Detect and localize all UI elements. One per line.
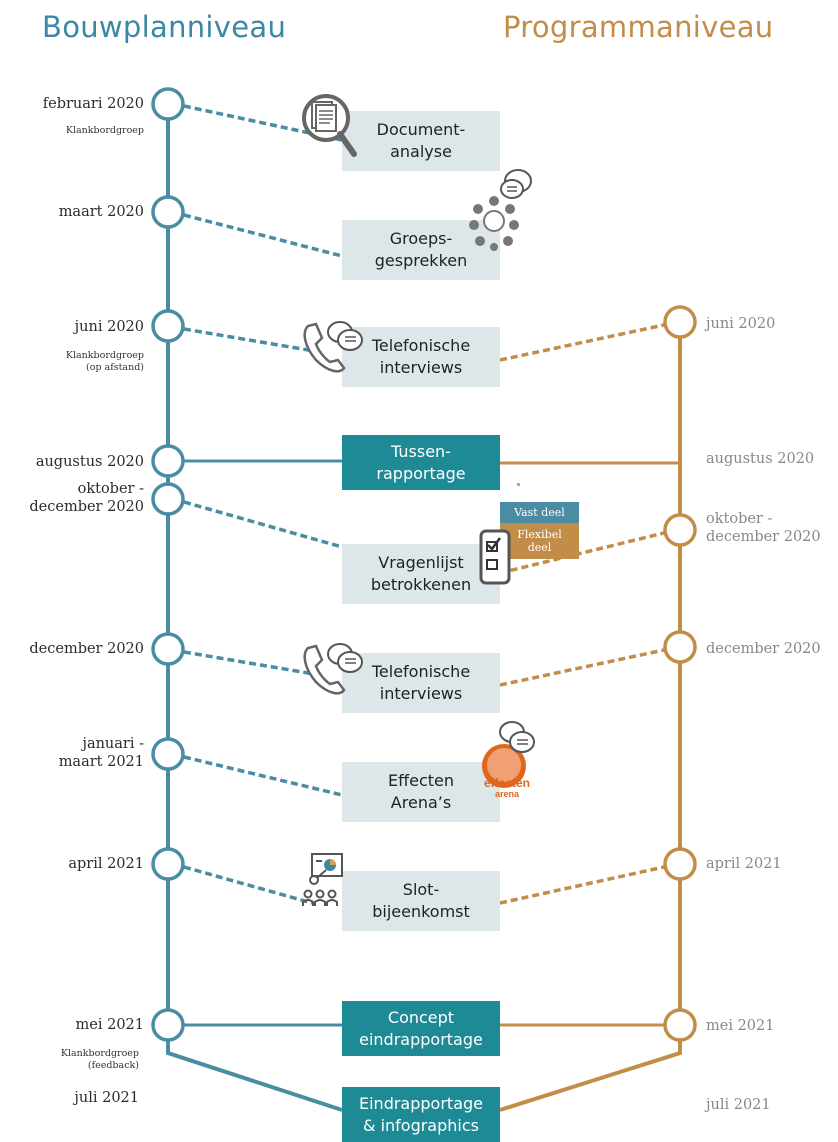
document-magnifier-icon (302, 94, 357, 157)
connector-right-3 (499, 323, 665, 362)
connector-left-5 (183, 500, 343, 549)
right-date-7: juli 2021 (706, 1097, 771, 1113)
connector-left-3 (183, 327, 321, 354)
connector-left-6 (183, 650, 321, 677)
node-left-8 (151, 847, 185, 881)
node-left-2 (151, 195, 185, 229)
node-left-1 (151, 87, 185, 121)
step-concept-eindrapportage: Concept eindrapportage (342, 1001, 500, 1056)
presentation-icon (302, 853, 343, 906)
node-left-9 (151, 1008, 185, 1042)
left-date-9: mei 2021 (75, 1017, 144, 1033)
step-tussenrapportage: Tussen- rapportage (342, 435, 500, 490)
left-date-10: juli 2021 (74, 1090, 139, 1106)
left-date-4: augustus 2020 (35, 454, 144, 470)
step-groepsgesprekken: Groeps- gesprekken (342, 220, 500, 280)
arena-logo-word1: effecten (483, 776, 530, 790)
phone-chat-icon (303, 321, 363, 373)
left-date-1: februari 2020 (42, 96, 144, 112)
node-left-3 (151, 309, 185, 343)
step-eindrapportage: Eindrapportage & infographics (342, 1087, 500, 1142)
group-meeting-icon (469, 169, 532, 251)
connector-right-6 (499, 648, 665, 687)
step-telefonische-interviews-2: Telefonische interviews (342, 653, 500, 713)
node-left-4 (151, 444, 185, 478)
step-vragenlijst: Vragenlijst betrokkenen (342, 544, 500, 604)
connector-left-2 (183, 213, 343, 258)
right-date-5: april 2021 (706, 856, 782, 872)
node-left-5 (151, 482, 185, 516)
right-timeline-line (499, 322, 682, 1112)
effecten-arena-logo (482, 721, 535, 788)
mobile-questionnaire-icon (479, 529, 511, 585)
arena-logo-word2: arena (494, 789, 520, 799)
node-right-4 (663, 847, 697, 881)
connector-left-8 (183, 865, 313, 905)
tag-vast-deel: Vast deel (500, 502, 579, 523)
left-date-5: oktober - december 2020 (29, 481, 144, 516)
step-document-analyse: Document- analyse (342, 111, 500, 171)
left-note-3: Klankbordgroep (op afstand) (65, 350, 144, 373)
node-right-2 (663, 513, 697, 547)
right-date-3: oktober - december 2020 (706, 511, 821, 546)
node-left-7 (151, 737, 185, 771)
node-left-6 (151, 632, 185, 666)
left-note-1: Klankbordgroep (65, 125, 144, 136)
tag-flexibel-deel: Flexibel deel (500, 523, 579, 559)
left-timeline-line (166, 104, 343, 1112)
node-right-5 (663, 1008, 697, 1042)
left-date-3: juni 2020 (74, 319, 144, 335)
right-date-4: december 2020 (706, 641, 821, 657)
right-date-2: augustus 2020 (706, 451, 815, 467)
left-note-9: Klankbordgroep (feedback) (60, 1048, 139, 1071)
header-bouwplanniveau: Bouwplanniveau (42, 10, 287, 44)
connector-right-8 (499, 865, 665, 905)
step-effecten-arenas: Effecten Arena’s (342, 762, 500, 822)
step-slotbijeenkomst: Slot- bijeenkomst (342, 871, 500, 931)
connector-left-7 (183, 755, 343, 797)
connector-right-5 (499, 531, 665, 575)
step-telefonische-interviews-1: Telefonische interviews (342, 327, 500, 387)
left-date-8: april 2021 (68, 856, 144, 872)
node-right-3 (663, 630, 697, 664)
left-date-6: december 2020 (29, 641, 144, 657)
node-right-1 (663, 305, 697, 339)
phone-chat-icon (303, 643, 363, 695)
header-programmaniveau: Programmaniveau (503, 10, 774, 44)
right-date-6: mei 2021 (706, 1018, 775, 1034)
left-date-2: maart 2020 (58, 204, 144, 220)
left-date-7: januari - maart 2021 (58, 736, 144, 771)
right-date-1: juni 2020 (706, 316, 776, 332)
